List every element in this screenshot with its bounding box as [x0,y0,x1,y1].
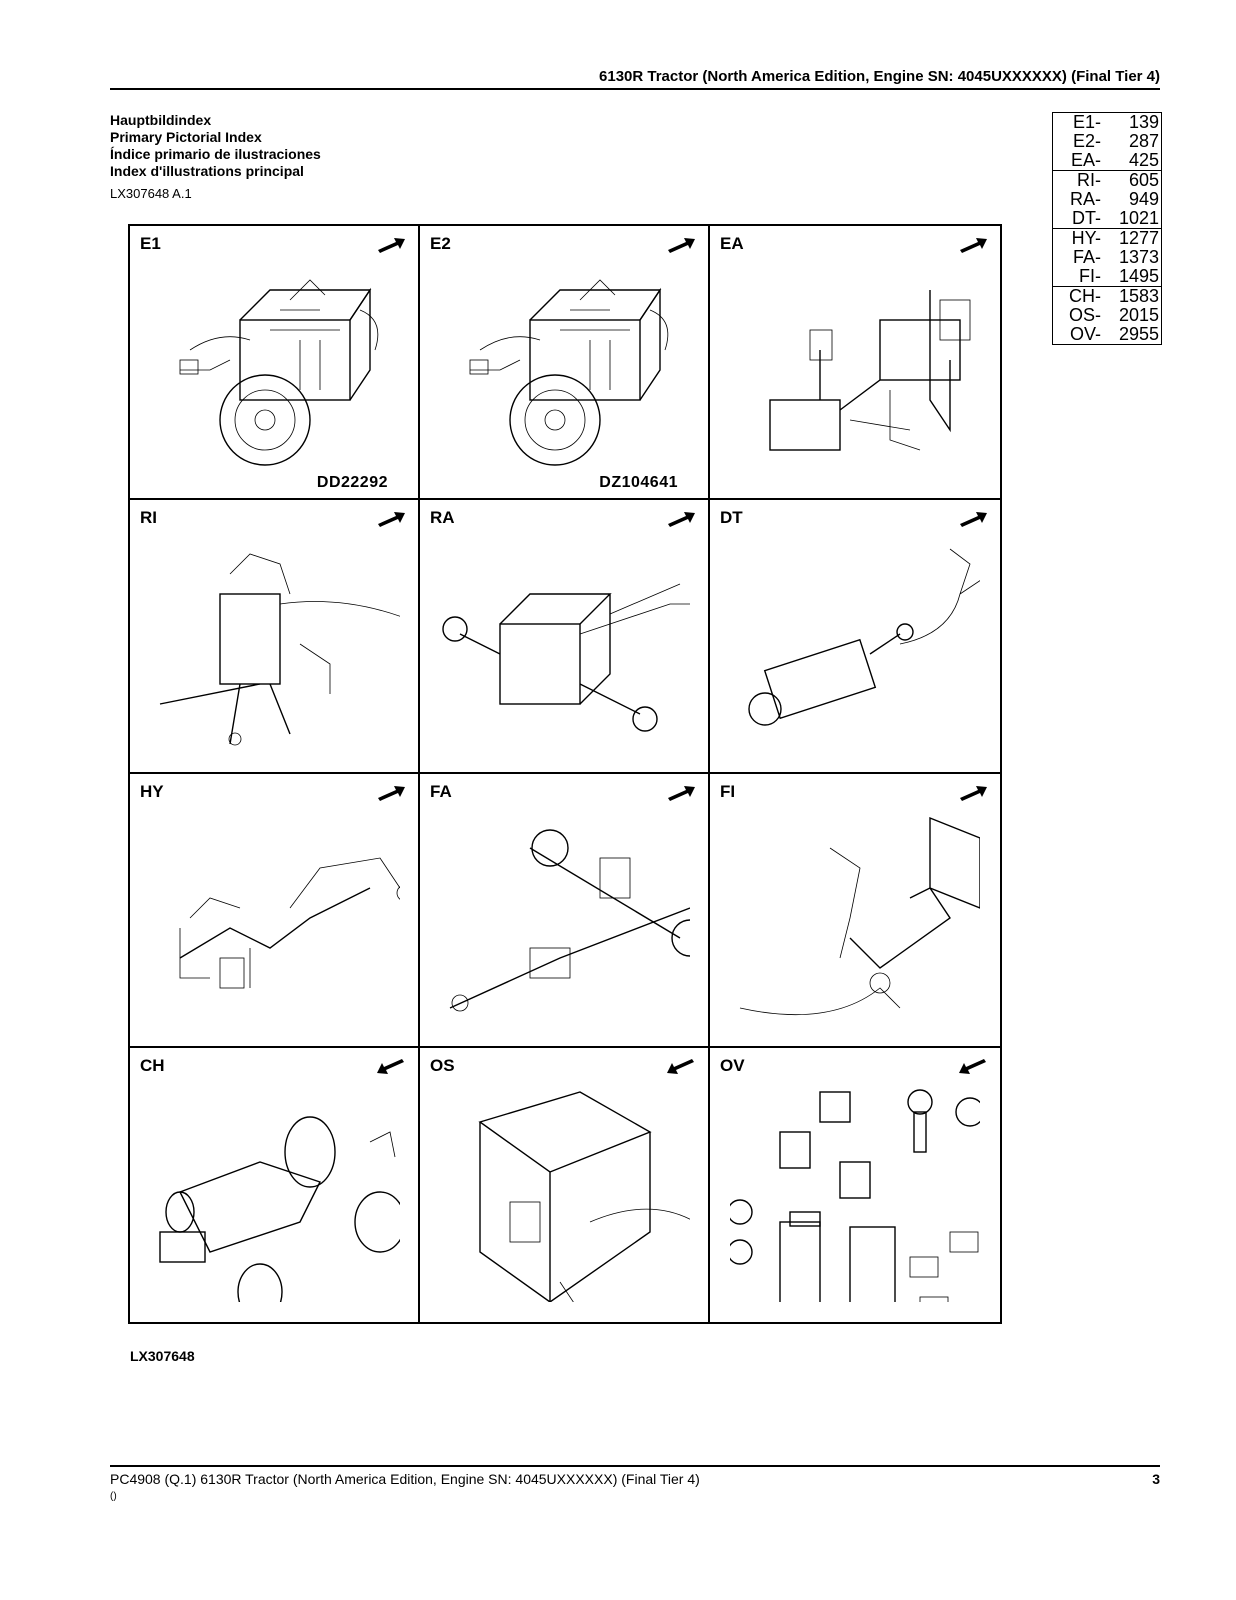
index-row-hy[interactable]: HY-1277 [1071,228,1159,248]
index-cell-fa[interactable]: FA [420,774,710,1048]
index-cell-ri[interactable]: RI [130,500,420,774]
index-row-ov[interactable]: OV-2955 [1069,324,1159,344]
index-row-os[interactable]: OS-2015 [1068,305,1159,325]
page-header: 6130R Tractor (North America Edition, En… [110,64,1160,90]
index-cell-ch[interactable]: CH [130,1048,420,1322]
front-axle-illustration [449,829,690,1012]
index-cell-dt[interactable]: DT [710,500,1000,774]
footer-note: () [110,1491,117,1502]
figure-number: DZ104641 [599,474,678,491]
cell-label: EA [720,234,744,253]
index-cell-e1[interactable]: E1 DD22292 [130,226,420,500]
index-cell-ra[interactable]: RA [420,500,710,774]
forward-arrow-icon[interactable] [958,784,988,802]
figure-number: DD22292 [316,474,388,491]
back-arrow-icon[interactable] [666,1058,696,1076]
cell-label: RI [140,508,157,527]
index-cell-os[interactable]: OS [420,1048,710,1322]
forward-arrow-icon[interactable] [958,510,988,528]
index-row-fa[interactable]: FA-1373 [1072,247,1159,267]
cell-label: E2 [430,234,451,253]
chassis-illustration [159,1116,400,1302]
index-cell-ea[interactable]: EA [710,226,1000,500]
forward-arrow-icon[interactable] [376,510,406,528]
page-number: 3 [1152,1471,1160,1487]
forward-arrow-icon[interactable] [666,510,696,528]
page-footer: PC4908 (Q.1) 6130R Tractor (North Americ… [110,1465,1160,1502]
index-cell-fi[interactable]: FI [710,774,1000,1048]
forward-arrow-icon[interactable] [666,236,696,254]
figure-id: LX307648 [130,1348,195,1364]
engine-illustration [179,279,379,466]
back-arrow-icon[interactable] [958,1058,988,1076]
cell-label: FI [720,782,736,801]
index-row-ea[interactable]: EA-425 [1070,150,1159,170]
index-cell-e2[interactable]: E2 DZ104641 [420,226,710,500]
exhaust-aftertreatment-illustration [769,290,971,451]
index-row-ri[interactable]: RI-605 [1077,170,1159,190]
title-english: Primary Pictorial Index [110,129,262,145]
back-arrow-icon[interactable] [376,1058,406,1076]
rear-axle-illustration [442,583,690,732]
index-row-dt[interactable]: DT-1021 [1072,208,1159,228]
index-row-e1[interactable]: E1-139 [1072,112,1159,132]
front-hitch-illustration [739,816,980,1016]
index-cell-hy[interactable]: HY [130,774,420,1048]
forward-arrow-icon[interactable] [958,236,988,254]
cell-label: RA [430,508,455,527]
cell-label: OV [720,1056,745,1075]
cell-label: DT [720,508,743,527]
footer-text: PC4908 (Q.1) 6130R Tractor (North Americ… [110,1471,700,1487]
forward-arrow-icon[interactable] [666,784,696,802]
cell-label: CH [140,1056,165,1075]
index-row-fi[interactable]: FI-1495 [1079,266,1159,286]
header-title: 6130R Tractor (North America Edition, En… [599,68,1160,85]
forward-arrow-icon[interactable] [376,236,406,254]
cell-label: FA [430,782,452,801]
pictorial-index-grid: E1 DD22292 E2 DZ104641 EA [128,224,1002,1324]
index-group: RI-605 RA-949 DT-1021 [1053,171,1161,229]
title-spanish: Índice primario de ilustraciones [110,146,321,162]
index-row-ch[interactable]: CH-1583 [1069,286,1159,306]
rear-implement-illustration [159,553,400,746]
index-titles: Hauptbildindex Primary Pictorial Index Í… [110,112,321,180]
index-group: HY-1277 FA-1373 FI-1495 [1053,229,1161,287]
miscellaneous-parts-illustration [730,1089,980,1302]
engine-illustration [469,279,669,466]
index-row-ra[interactable]: RA-949 [1070,189,1159,209]
cell-label: E1 [140,234,161,253]
index-group: E1-139 E2-287 EA-425 [1053,113,1161,171]
index-cell-ov[interactable]: OV [710,1048,1000,1322]
index-row-e2[interactable]: E2-287 [1072,131,1159,151]
forward-arrow-icon[interactable] [376,784,406,802]
drivetrain-illustration [748,548,980,726]
cell-label: HY [140,782,164,801]
reference-code: LX307648 A.1 [110,186,192,201]
hydraulics-illustration [179,857,400,989]
cab-illustration [478,1091,690,1302]
index-group: CH-1583 OS-2015 OV-2955 [1053,287,1161,345]
title-german: Hauptbildindex [110,112,212,128]
section-index-table: E1-139 E2-287 EA-425 RI-605 RA-949 DT-10… [1052,112,1162,345]
title-french: Index d'illustrations principal [110,163,304,179]
cell-label: OS [430,1056,455,1075]
